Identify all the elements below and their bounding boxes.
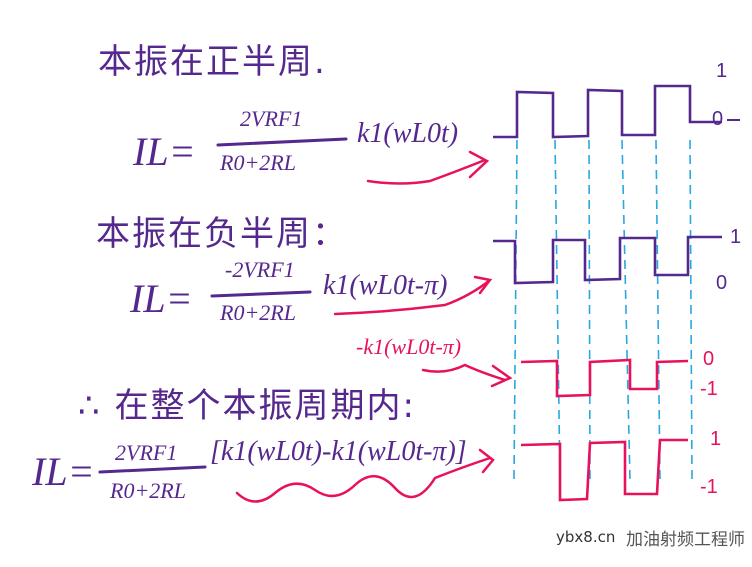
waveform-3 [520, 358, 689, 398]
wave4-high-label: 1 [710, 428, 722, 450]
arrow-2 [333, 275, 493, 316]
timing-guides [513, 139, 693, 481]
wave3-high-label: 0 [703, 348, 715, 370]
waveform-1 [493, 84, 722, 139]
fraction-bar-2 [210, 290, 312, 298]
wave2-low-label: 0 [716, 272, 728, 294]
equation-2-denominator: R0+2RL [220, 300, 296, 325]
heading-full-period: ∴ 在整个本振周期内: [78, 386, 416, 426]
equation-3-denominator: R0+2RL [110, 478, 186, 503]
wave1-high-label: 1 [716, 60, 728, 82]
equation-1-lhs: IL= [133, 129, 196, 174]
heading-positive-half: 本振在正半周. [98, 42, 327, 82]
wavy-arrow-4 [235, 448, 495, 503]
heading-negative-half: 本振在负半周： [96, 214, 348, 254]
equation-3-factor: [k1(wL0t)-k1(wL0t-π)] [210, 436, 467, 467]
equation-2-lhs: IL= [130, 276, 193, 321]
wave2-high-label: 1 [730, 226, 742, 248]
equation-2-factor: k1(wL0t-π) [323, 270, 448, 301]
equation-1-numerator: 2VRF1 [240, 106, 303, 131]
equation-1-factor: k1(wL0t) [357, 118, 459, 149]
wave4-low-label: -1 [700, 476, 718, 498]
arrow-1 [366, 150, 490, 185]
equation-2-numerator: -2VRF1 [225, 257, 295, 282]
wave1-low-label: 0 [712, 108, 724, 130]
annotation-inverted-switch: -k1(wL0t-π) [356, 334, 462, 359]
fraction-bar-3 [98, 465, 207, 474]
waveform-2 [493, 235, 722, 285]
waveform-4 [520, 438, 688, 502]
equation-1-denominator: R0+2RL [220, 150, 296, 175]
equation-3-numerator: 2VRF1 [115, 440, 178, 465]
watermark-account: 加油射频工程师 [626, 530, 745, 550]
equation-3-lhs: IL= [32, 449, 95, 494]
fraction-bar-1 [216, 137, 348, 147]
arrow-3 [421, 363, 513, 388]
wave3-low-label: -1 [700, 378, 718, 400]
watermark-site: ybx8.cn [556, 528, 616, 546]
